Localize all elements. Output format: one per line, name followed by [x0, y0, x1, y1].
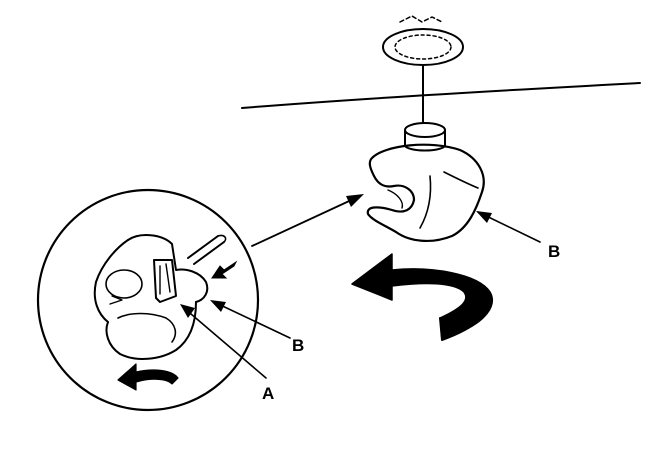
ceiling-mount-disc [382, 15, 464, 66]
inset-rotation-arrow-icon [117, 363, 179, 391]
rotation-arrow-icon [351, 253, 493, 341]
leader-b-inset-arrowhead [210, 300, 226, 312]
callout-b-inset: B [292, 336, 304, 355]
inset-push-arrow-icon [211, 260, 238, 279]
callout-b-main: B [548, 242, 560, 261]
leader-b-inset [213, 301, 291, 339]
inset-clip-detail [93, 234, 238, 360]
inset-to-main-pointer [251, 194, 364, 247]
detail-inset-circle [36, 188, 260, 412]
leader-a-inset [183, 307, 267, 379]
leader-a-inset-arrowhead [180, 304, 195, 318]
ceiling-line [241, 82, 641, 109]
callout-a-inset: A [262, 384, 274, 403]
leader-b-main-arrowhead [476, 211, 492, 223]
sunvisor-clip-holder [366, 143, 485, 242]
